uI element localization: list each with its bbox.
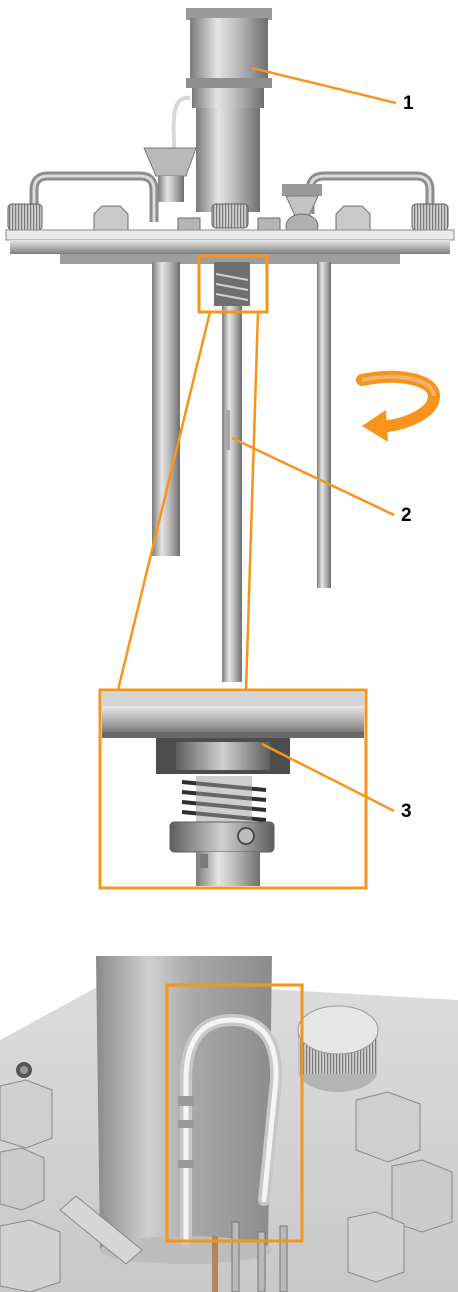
detail-highlight xyxy=(197,254,269,314)
knurled-knob xyxy=(297,1005,379,1092)
hex-nut xyxy=(335,205,371,231)
leader-line-3 xyxy=(261,742,395,813)
knurled-nut-left xyxy=(7,203,43,231)
dip-tube-right xyxy=(317,262,331,588)
bottom-view xyxy=(0,956,458,1292)
top-cylinder xyxy=(186,8,272,212)
detail-view xyxy=(98,688,368,890)
shaft-collar xyxy=(169,821,275,853)
flange-plate xyxy=(5,229,455,264)
curved-arrow-icon xyxy=(356,370,441,442)
zoom-line xyxy=(116,311,212,691)
inlet-valve xyxy=(143,147,197,202)
callout-3: 3 xyxy=(401,801,412,822)
leader-line-2 xyxy=(231,436,395,517)
probe-highlight xyxy=(165,983,304,1243)
stirrer-shaft xyxy=(222,306,242,682)
thin-tube xyxy=(171,95,191,201)
callout-1: 1 xyxy=(403,93,414,114)
leader-line-1 xyxy=(251,66,397,105)
zoom-line xyxy=(244,311,260,691)
knurled-nut-center xyxy=(211,203,249,229)
knurled-nut-right xyxy=(411,203,449,231)
upper-assembly xyxy=(5,8,455,682)
callout-2: 2 xyxy=(401,505,412,526)
hex-nut xyxy=(93,205,129,231)
dip-tube-left xyxy=(152,262,180,556)
